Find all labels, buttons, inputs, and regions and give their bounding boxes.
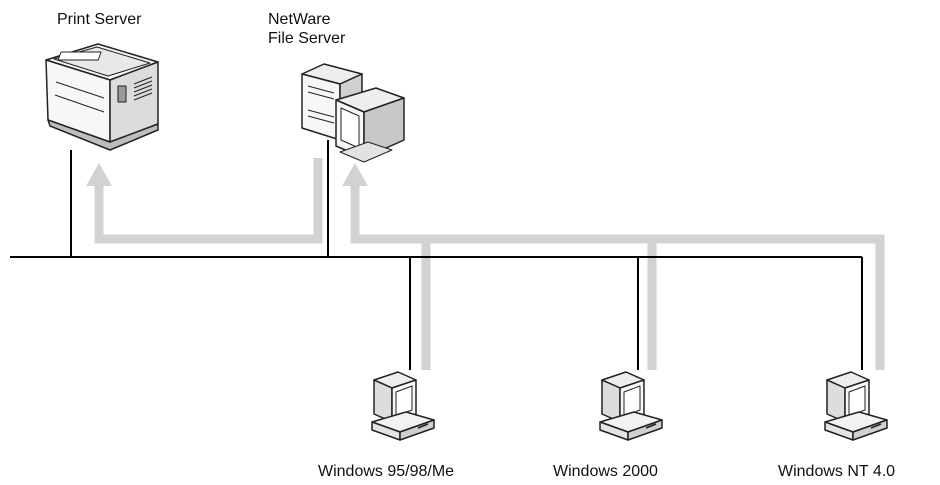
print-flow-path bbox=[94, 158, 323, 244]
netware-file-server-label: NetWare File Server bbox=[268, 10, 345, 48]
print-server-label: Print Server bbox=[57, 11, 142, 28]
server-tower-with-monitor-icon bbox=[301, 63, 405, 163]
netware-label-line1: NetWare bbox=[268, 11, 331, 28]
laser-printer-icon bbox=[45, 43, 159, 151]
file-flow-path bbox=[350, 182, 885, 370]
client-label-win95: Windows 95/98/Me bbox=[318, 463, 455, 480]
desktop-computer-icon bbox=[824, 371, 888, 441]
desktop-computer-icon bbox=[371, 371, 435, 441]
network-bus bbox=[10, 140, 863, 370]
client-label-winnt: Windows NT 4.0 bbox=[778, 463, 896, 480]
print-flow-arrowhead bbox=[86, 163, 112, 186]
file-flow-arrowhead bbox=[342, 163, 368, 186]
desktop-computer-icon bbox=[599, 371, 663, 441]
netware-label-line2: File Server bbox=[268, 30, 346, 47]
client-label-win2000: Windows 2000 bbox=[553, 463, 658, 480]
